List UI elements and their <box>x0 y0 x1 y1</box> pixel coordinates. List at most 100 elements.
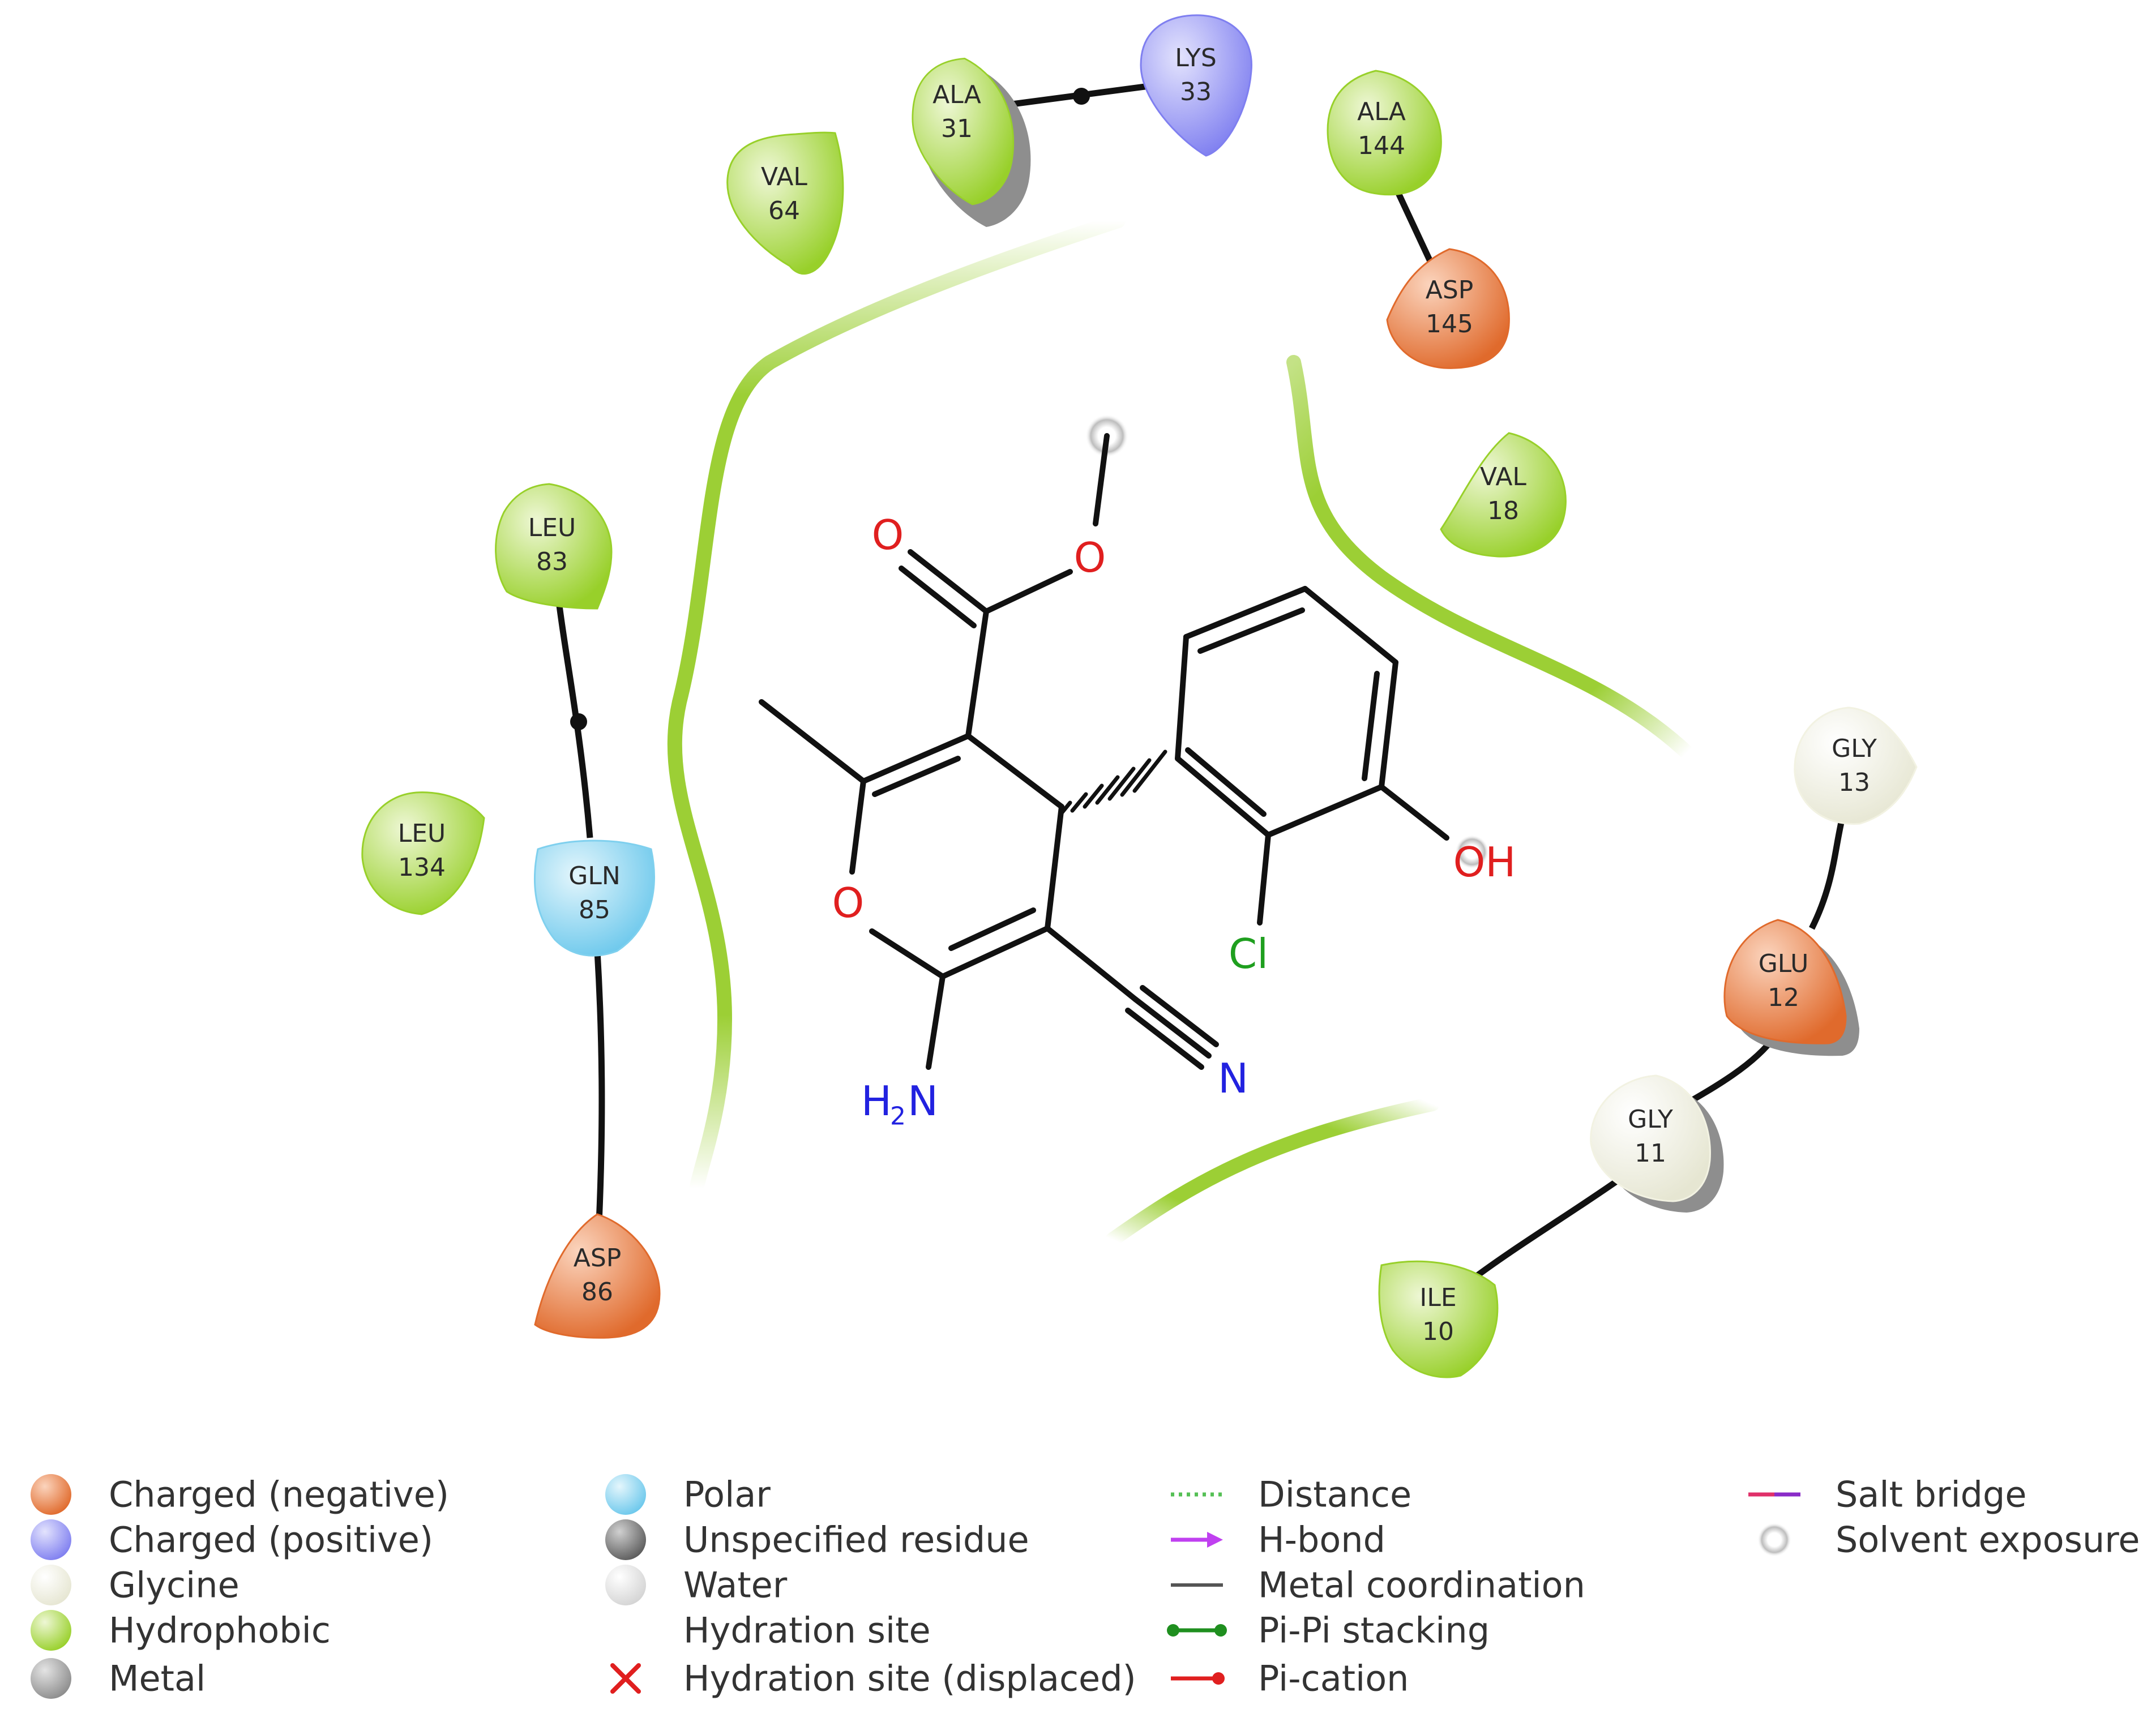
legend: Charged (negative) Charged (positive) Gl… <box>31 1474 2140 1699</box>
residue-name: ASP <box>574 1244 622 1273</box>
ligand-structure <box>759 414 1449 1070</box>
residue-gly11: GLY 11 <box>1590 1074 1724 1213</box>
atom-label-amine: H 2 N <box>861 1077 938 1131</box>
residue-leu83: LEU 83 <box>495 483 613 610</box>
residue-number: 86 <box>581 1278 613 1307</box>
residue-shape <box>533 839 655 957</box>
legend-label: Charged (positive) <box>109 1519 433 1561</box>
residue-number: 83 <box>536 547 568 576</box>
bond <box>1379 659 1398 790</box>
connection-node <box>570 713 587 730</box>
legend-label: Water <box>683 1565 788 1606</box>
bond <box>948 907 1036 951</box>
bond <box>849 778 866 875</box>
residue-shape <box>1440 432 1567 558</box>
residue-name: ILE <box>1419 1283 1456 1312</box>
bond <box>1185 747 1267 817</box>
amine-n: N <box>908 1077 938 1125</box>
bond <box>1183 586 1308 640</box>
residue-number: 144 <box>1358 131 1405 160</box>
legend-swatch-hydrophobic <box>31 1610 71 1651</box>
residue-name: GLN <box>568 862 621 890</box>
connection-gly11-ile10 <box>1470 1175 1624 1282</box>
bond <box>1140 985 1219 1047</box>
legend-label: Salt bridge <box>1836 1474 2027 1515</box>
residue-gln85: GLN 85 <box>533 839 655 957</box>
bond <box>1093 433 1110 526</box>
solvent-exposure-marker <box>1455 835 1489 869</box>
residue-number: 145 <box>1426 310 1473 339</box>
residue-ala31: ALA 31 <box>912 57 1031 227</box>
legend-swatch-displaced-x-icon <box>610 1663 641 1694</box>
stereo-hash-bond <box>1058 749 1167 817</box>
residue-name: VAL <box>761 162 807 191</box>
residue-shape <box>361 791 485 915</box>
legend-col4: Salt bridge Solvent exposure <box>1748 1474 2140 1561</box>
residues: ALA 31 LYS 33 VAL 64 ALA 144 ASP 145 VAL… <box>361 14 1918 1378</box>
residue-val18: VAL 18 <box>1440 432 1567 558</box>
residue-name: VAL <box>1480 462 1526 491</box>
bond <box>965 609 989 739</box>
bond <box>759 699 866 784</box>
legend-label: Hydrophobic <box>109 1610 331 1651</box>
bond <box>899 566 977 628</box>
legend-swatch-polar <box>605 1474 646 1515</box>
residue-leu134: LEU 134 <box>361 791 485 915</box>
bond <box>1045 926 1138 1002</box>
legend-col1: Charged (negative) Charged (positive) Gl… <box>31 1474 449 1699</box>
residue-val64: VAL 64 <box>726 131 844 275</box>
atom-label-nitrogen-nitrile: N <box>1218 1055 1248 1102</box>
amine-subscript: 2 <box>890 1102 906 1131</box>
bond <box>1257 832 1271 926</box>
bond <box>965 733 1064 809</box>
legend-label: Charged (negative) <box>109 1474 449 1515</box>
residue-name: LEU <box>398 819 446 848</box>
bond <box>1175 634 1189 761</box>
residue-name: ALA <box>1357 97 1406 126</box>
legend-label: Unspecified residue <box>683 1519 1029 1561</box>
bond <box>1197 607 1305 654</box>
legend-label: Pi-cation <box>1258 1658 1409 1699</box>
pocket-curve-bottom <box>1105 1096 1440 1247</box>
residue-shape <box>1794 706 1918 825</box>
legend-label: H-bond <box>1258 1519 1385 1561</box>
residue-number: 64 <box>768 196 800 225</box>
residue-number: 85 <box>579 896 610 924</box>
legend-label: Hydration site <box>683 1610 931 1651</box>
legend-label: Metal <box>109 1658 206 1699</box>
connection-gln85-asp86 <box>594 950 605 1223</box>
bond <box>1302 586 1398 665</box>
residue-glu12: GLU 12 <box>1723 919 1859 1056</box>
residue-number: 13 <box>1838 768 1870 797</box>
residue-name: LEU <box>528 513 576 542</box>
residue-number: 10 <box>1422 1317 1454 1346</box>
residue-lys33: LYS 33 <box>1140 14 1252 157</box>
residue-number: 134 <box>398 853 446 882</box>
residue-gly13: GLY 13 <box>1794 706 1918 825</box>
residue-name: LYS <box>1175 44 1216 72</box>
bond <box>1045 804 1064 931</box>
residue-shape <box>1590 1074 1711 1202</box>
residue-shape <box>1378 1260 1499 1378</box>
legend-swatch-pi-pi-icon <box>1167 1624 1227 1637</box>
legend-swatch-water <box>605 1565 646 1605</box>
bond <box>1362 671 1380 781</box>
bond <box>926 974 946 1070</box>
legend-label: Glycine <box>109 1565 239 1606</box>
pocket-curve-left <box>667 213 1126 1196</box>
legend-swatch-solvent-exposure <box>1757 1523 1791 1557</box>
bond <box>1125 1008 1204 1070</box>
residue-shape <box>1327 70 1442 196</box>
legend-swatch-charged-negative <box>31 1474 71 1515</box>
residue-number: 33 <box>1180 78 1212 106</box>
residue-name: GLY <box>1832 734 1877 763</box>
bond <box>1265 784 1384 838</box>
legend-label: Hydration site (displaced) <box>683 1658 1136 1699</box>
residue-asp145: ASP 145 <box>1386 248 1510 369</box>
connection-node <box>1073 88 1090 105</box>
residue-shape <box>534 1213 661 1339</box>
legend-label: Metal coordination <box>1258 1565 1585 1606</box>
residue-connections <box>554 82 1846 1282</box>
legend-label: Pi-Pi stacking <box>1258 1610 1490 1651</box>
